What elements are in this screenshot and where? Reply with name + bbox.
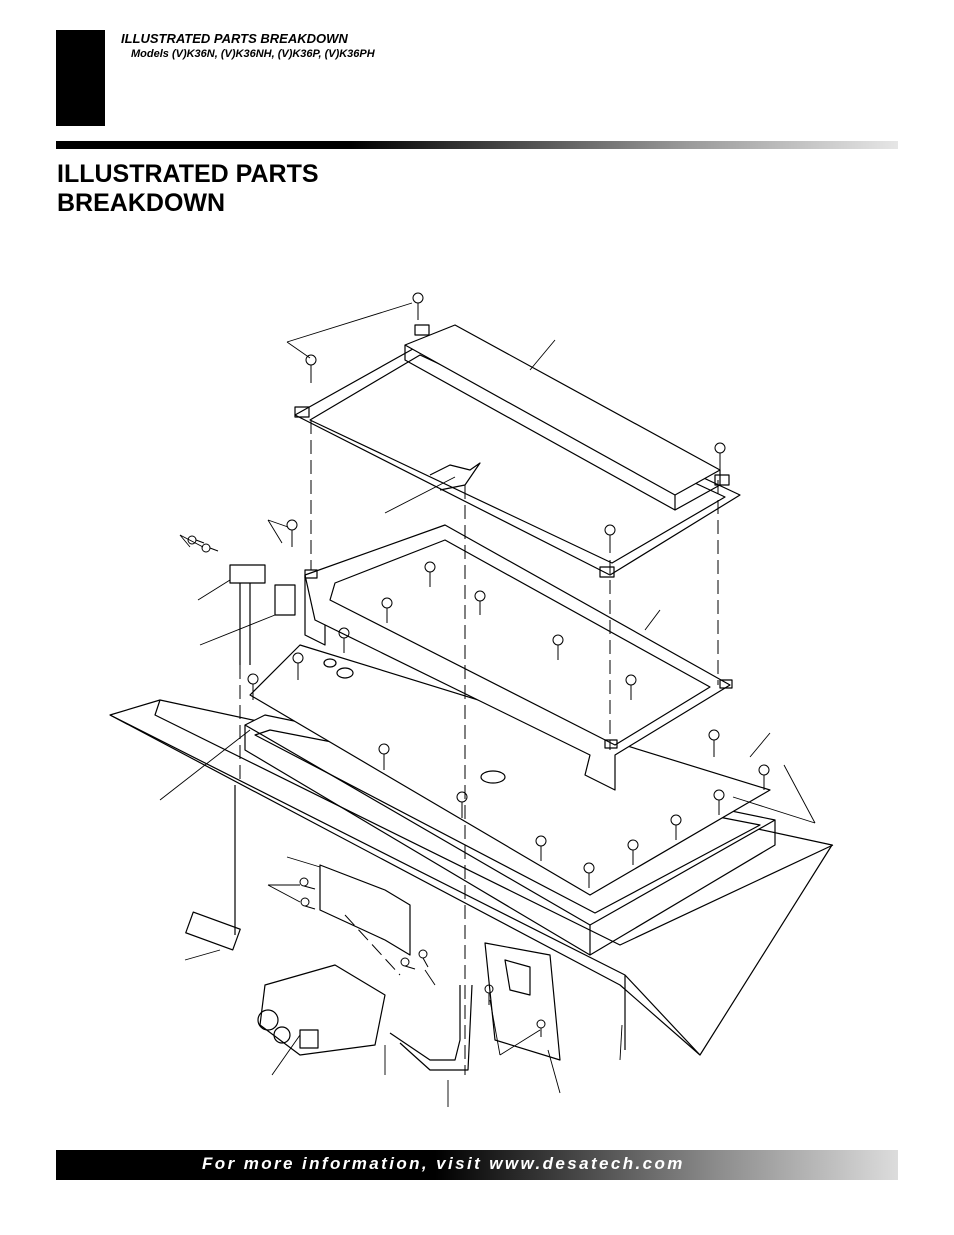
header-models: Models (V)K36N, (V)K36NH, (V)K36P, (V)K3…	[131, 48, 375, 60]
flex-connector	[185, 911, 241, 951]
page-title-line-2: BREAKDOWN	[57, 189, 226, 217]
burner-plate	[249, 644, 771, 896]
valve-bracket	[319, 864, 411, 956]
gas-pipe	[389, 984, 473, 1071]
exploded-parts-diagram	[109, 292, 834, 1107]
access-bracket	[484, 942, 561, 1061]
page-title-line-1: ILLUSTRATED PARTS	[57, 160, 319, 188]
alignment-lines	[239, 420, 719, 1075]
middle-frame	[304, 524, 733, 791]
page-title: ILLUSTRATED PARTS BREAKDOWN	[57, 160, 319, 218]
leader-lines	[159, 302, 816, 1107]
gas-valve	[257, 964, 386, 1056]
header-rule	[56, 141, 898, 149]
footer-bar: For more information, visit www.desatech…	[56, 1150, 898, 1180]
footer-link-text[interactable]: For more information, visit www.desatech…	[202, 1154, 685, 1173]
log-tray	[294, 324, 741, 578]
section-tab	[56, 30, 105, 126]
base-tray	[109, 699, 834, 1056]
header-section-label: ILLUSTRATED PARTS BREAKDOWN	[121, 31, 348, 46]
screws	[187, 292, 770, 1037]
pilot-assembly	[229, 564, 296, 935]
